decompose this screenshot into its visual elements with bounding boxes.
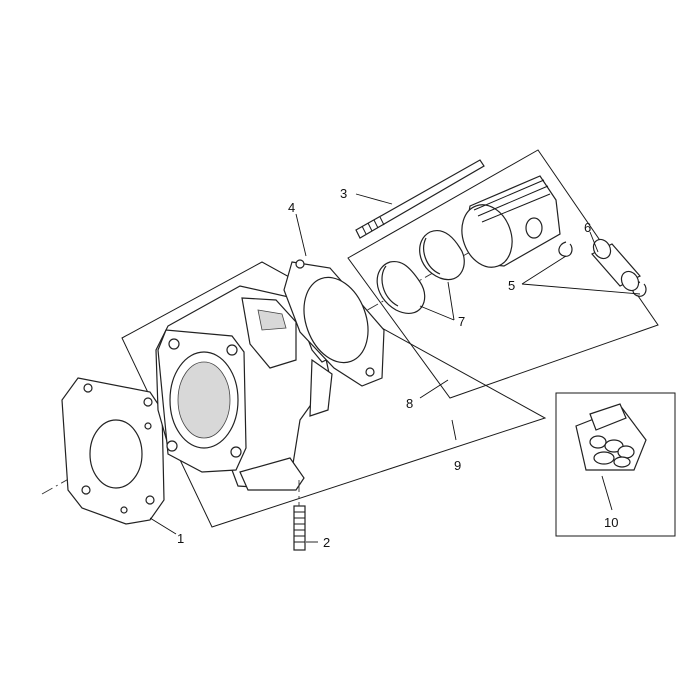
callout-2: 2 [323, 535, 330, 550]
callout-3: 3 [340, 186, 347, 201]
cylinder-body-part [155, 285, 351, 491]
stud-part [293, 480, 306, 551]
long-stud-part [355, 159, 485, 239]
callout-6: 6 [584, 220, 591, 235]
callout-5: 5 [508, 278, 515, 293]
piston-rings-part [376, 229, 465, 314]
callout-10: 10 [604, 515, 618, 530]
base-gasket-part [61, 377, 165, 525]
piston-pin-part [591, 238, 641, 292]
piston-part [461, 175, 561, 268]
piston-kit-frame [347, 149, 659, 399]
callout-8: 8 [406, 396, 413, 411]
gasket-kit-box [555, 392, 676, 537]
callout-9: 9 [454, 458, 461, 473]
callout-7: 7 [458, 314, 465, 329]
callout-4: 4 [288, 200, 295, 215]
gasket-kit-bag-part [575, 403, 647, 471]
callout-1: 1 [177, 531, 184, 546]
head-gasket-part [283, 259, 385, 387]
leader-lines [149, 193, 641, 543]
cylinder-assembly-frame [121, 261, 547, 528]
